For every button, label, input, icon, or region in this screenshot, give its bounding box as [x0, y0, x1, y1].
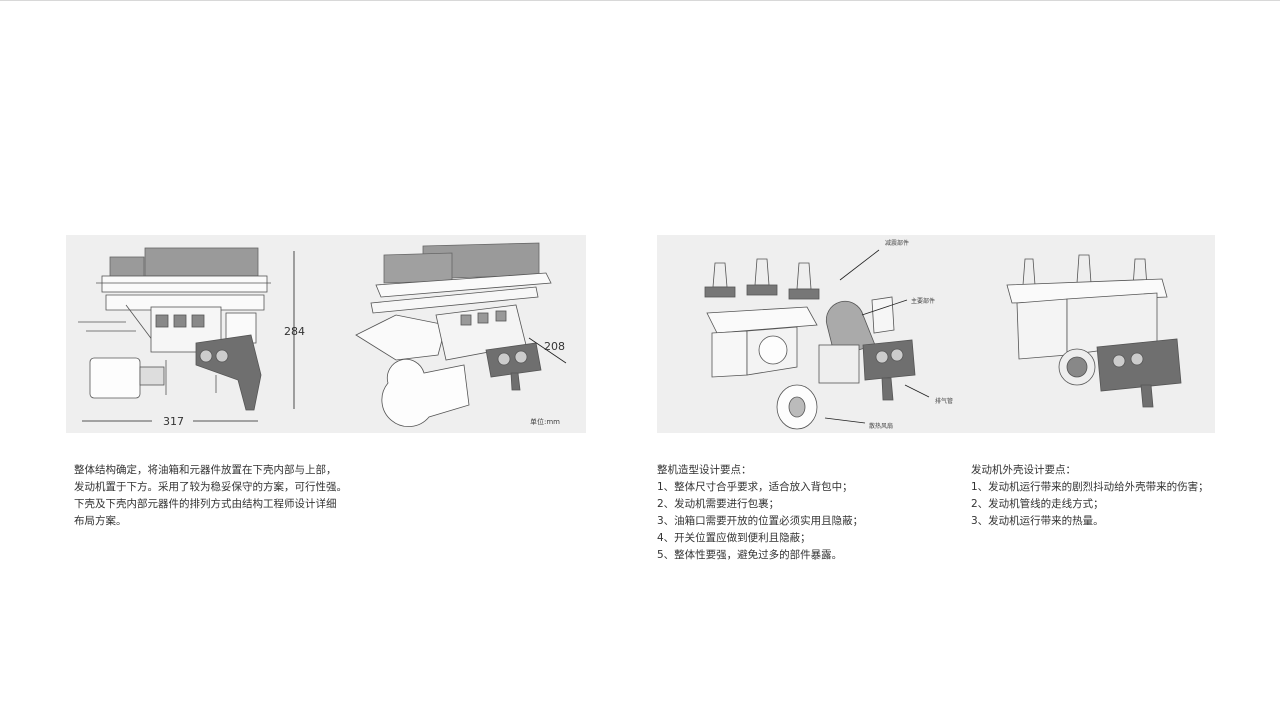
exploded-view-panel: 减震部件 主要部件 排气管 散热风扇: [657, 235, 1215, 433]
list-item: 3、发动机运行带来的热量。: [971, 515, 1104, 527]
shell-points-list: 发动机外壳设计要点： 1、发动机运行带来的剧烈抖动给外壳带来的伤害； 2、发动机…: [971, 462, 1241, 530]
list-item: 2、发动机需要进行包裹；: [657, 498, 780, 510]
assembly-dimension-panel: 284 317 208 单位:mm: [66, 235, 586, 433]
design-points-list: 整机造型设计要点： 1、整体尺寸合乎要求，适合放入背包中； 2、发动机需要进行包…: [657, 462, 957, 564]
exploded-drawing: [704, 249, 1182, 430]
list-item: 2、发动机管线的走线方式；: [971, 498, 1104, 510]
description-line: 整体结构确定，将油箱和元器件放置在下壳内部与上部，: [74, 464, 337, 476]
unit-label: 单位:mm: [530, 418, 560, 426]
list-item: 3、油箱口需要开放的位置必须实用且隐蔽；: [657, 515, 864, 527]
list-item: 1、发动机运行带来的剧烈抖动给外壳带来的伤害；: [971, 481, 1209, 493]
list-item: 5、整体性要强，避免过多的部件暴露。: [657, 549, 843, 561]
depth-dimension: 208: [544, 340, 565, 353]
structure-description: 整体结构确定，将油箱和元器件放置在下壳内部与上部， 发动机置于下方。采用了较为稳…: [74, 462, 374, 530]
list-item: 1、整体尺寸合乎要求，适合放入背包中；: [657, 481, 853, 493]
callout-damping-parts: 减震部件: [885, 240, 910, 247]
callout-main-parts: 主要部件: [911, 298, 936, 305]
top-divider: [0, 0, 1280, 1]
list-item: 4、开关位置应做到便利且隐蔽；: [657, 532, 811, 544]
height-dimension: 284: [284, 325, 305, 338]
assembly-drawing: [78, 242, 567, 427]
description-line: 发动机置于下方。采用了较为稳妥保守的方案，可行性强。: [74, 481, 347, 493]
description-line: 下壳及下壳内部元器件的排列方式由结构工程师设计详细: [74, 498, 337, 510]
design-points-title: 整机造型设计要点：: [657, 464, 752, 476]
width-dimension: 317: [163, 415, 184, 428]
shell-points-title: 发动机外壳设计要点：: [971, 464, 1076, 476]
callout-cooling-fan: 散热风扇: [869, 423, 894, 430]
callout-exhaust-pipe: 排气管: [935, 398, 954, 405]
description-line: 布局方案。: [74, 515, 127, 527]
